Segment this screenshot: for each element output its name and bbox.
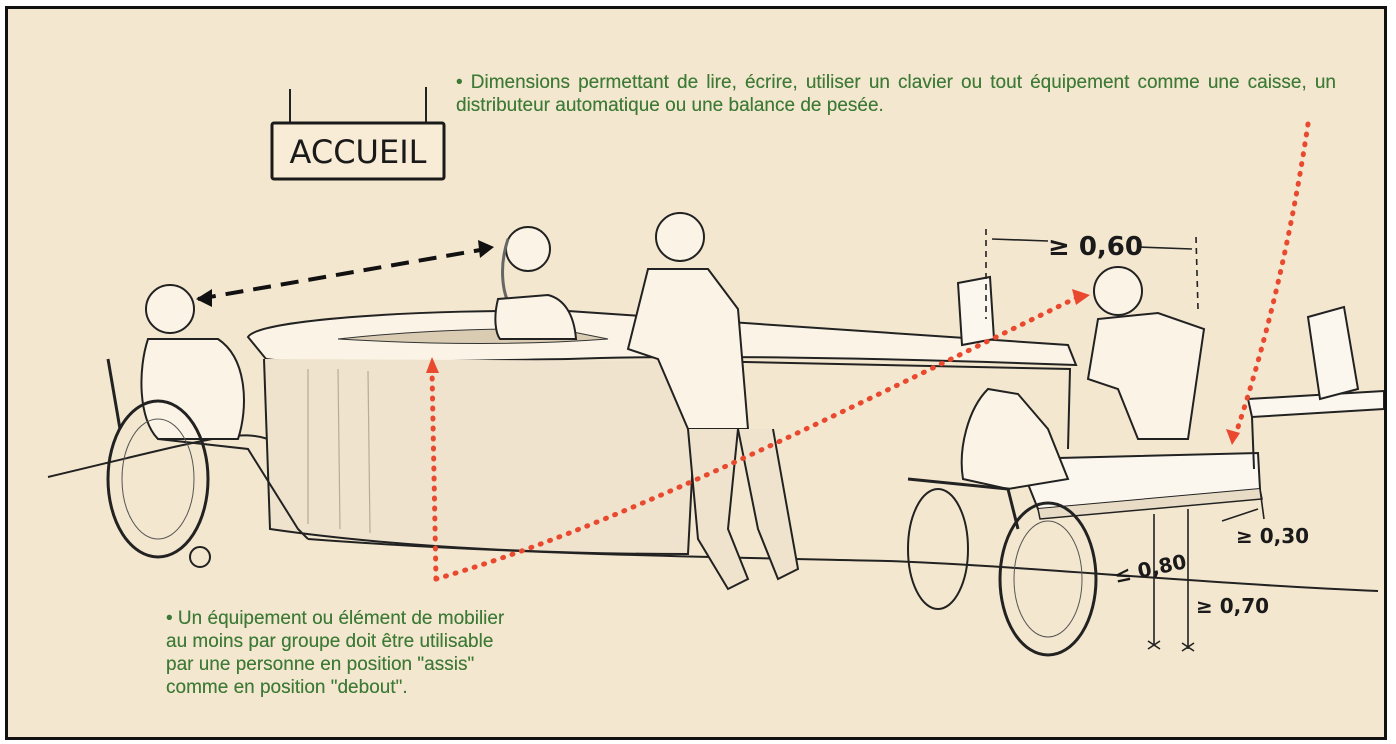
dim-max-height-label: ≤ 0,80 [1112,549,1188,588]
dim-min-height-label: ≥ 0,70 [1196,594,1269,618]
dim-depth-label: ≥ 0,30 [1236,524,1309,548]
wheelchair-user-right [907,387,1098,657]
sign-label: ACCUEIL [290,133,427,171]
standing-visitor [626,212,800,591]
red-arrowhead-clerk [1072,289,1090,305]
sign-board [270,121,446,181]
note-usability-line: comme en position "debout". [166,677,408,698]
wheelchair-user-left [106,284,309,568]
eye-contact-arrow [196,240,494,307]
reception-sketch: ACCUEIL [47,87,1384,657]
floor-line-left [47,434,269,478]
adapted-counter [956,275,1384,520]
red-arrowhead-desk [1226,429,1240,445]
accueil-sign: ACCUEIL [270,87,446,181]
note-usability-line: • Un équipement ou élément de mobilier [166,608,505,629]
note-usability-line: au moins par groupe doit être utilisable [166,631,494,652]
note-dimensions: • Dimensions permettant de lire, écrire,… [456,72,1336,116]
receptionist [494,226,578,340]
note-usability-line: par une personne en position "assis" [166,654,475,675]
illustration-frame: ACCUEIL [5,6,1387,740]
dimension-lines [985,229,1265,652]
red-arrowhead-counter [426,357,439,373]
note-usability: • Un équipement ou élément de mobilier a… [166,607,636,699]
standing-clerk [1086,266,1206,440]
dim-width-label: ≥ 0,60 [1048,232,1143,262]
red-dotted-leaders [429,121,1311,582]
